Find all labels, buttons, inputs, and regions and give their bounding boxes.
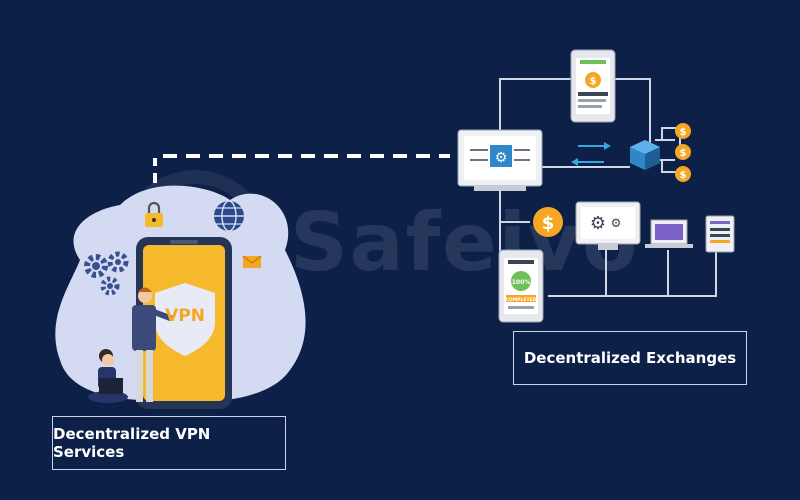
completed-badge-text: COMPLETED: [506, 297, 537, 303]
svg-text:$: $: [542, 213, 555, 234]
globe-icon: [214, 200, 244, 232]
desktop-monitor: ⚙ ⚙: [575, 201, 641, 250]
top-mobile-screen: $: [570, 49, 616, 123]
percent-badge-text: 100%: [512, 279, 531, 286]
dollar-icon: $ $ $: [675, 123, 691, 182]
svg-text:⚙: ⚙: [495, 150, 508, 166]
vpn-services-label: Decentralized VPN Services: [52, 416, 286, 470]
dollar-icon: $: [533, 207, 563, 237]
svg-text:$: $: [680, 127, 687, 138]
svg-text:$: $: [680, 170, 687, 181]
dex-label: Decentralized Exchanges: [513, 331, 747, 385]
svg-text:$: $: [680, 148, 687, 159]
laptop: [645, 219, 693, 248]
person-sitting: [88, 349, 128, 403]
tablet: [705, 215, 735, 253]
mail-icon: [242, 255, 262, 268]
main-monitor: ⚙: [457, 129, 543, 191]
svg-text:⚙: ⚙: [590, 213, 606, 234]
gear-icon: [84, 251, 129, 296]
shield-icon: [155, 283, 215, 356]
svg-text:$: $: [590, 76, 597, 87]
lock-icon: [145, 201, 163, 227]
cube-icon: [630, 140, 660, 170]
bottom-mobile-screen: 100% COMPLETED: [498, 249, 544, 323]
exchange-arrows: [571, 142, 611, 166]
vpn-text: VPN: [165, 306, 205, 326]
person-standing: [132, 287, 173, 402]
svg-text:⚙: ⚙: [611, 216, 622, 230]
